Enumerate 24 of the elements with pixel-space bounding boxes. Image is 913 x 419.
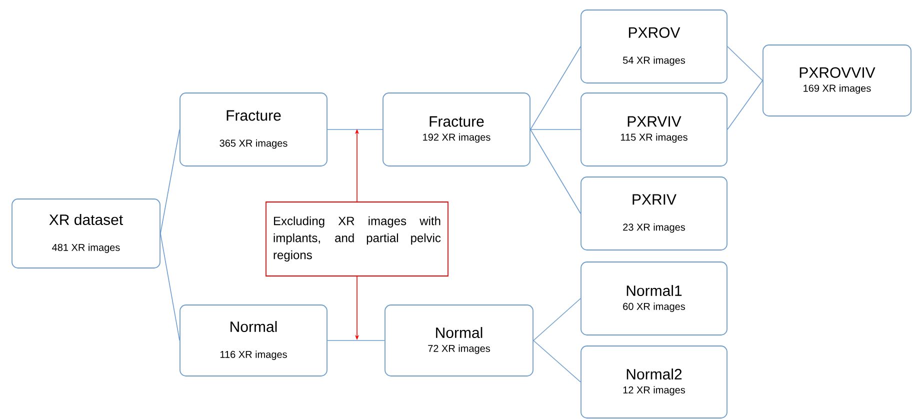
connector-line (530, 129, 581, 130)
connector-line (327, 129, 383, 130)
category-box: Fracture 192 XR images (382, 92, 530, 166)
connector-line (327, 340, 385, 341)
connector-line (160, 233, 180, 341)
category-box: PXRIV 23 XR images (580, 176, 728, 250)
note-box (266, 202, 448, 276)
category-box: Normal2 12 XR images (580, 346, 728, 418)
category-box: PXROV 54 XR images (580, 10, 728, 84)
connector-line (533, 340, 581, 382)
category-box: Normal1 60 XR images (580, 262, 728, 336)
category-box: Normal 116 XR images (180, 304, 328, 376)
note-text: Excluding XR images with implants, and partial pelvic regions (274, 216, 441, 262)
connector-line (530, 129, 581, 214)
connector-line (530, 46, 581, 130)
connector-line (727, 80, 763, 130)
category-box: Normal 72 XR images (384, 304, 534, 376)
category-box: PXRVIV 115 XR images (580, 92, 728, 166)
connector-line (727, 46, 763, 81)
connector-line (533, 298, 581, 341)
category-box: Fracture 365 XR images (180, 92, 328, 166)
category-box: PXROVVIV 169 XR images (762, 44, 912, 116)
connector-line (160, 129, 180, 234)
category-box: XR dataset 481 XR images (12, 198, 160, 268)
